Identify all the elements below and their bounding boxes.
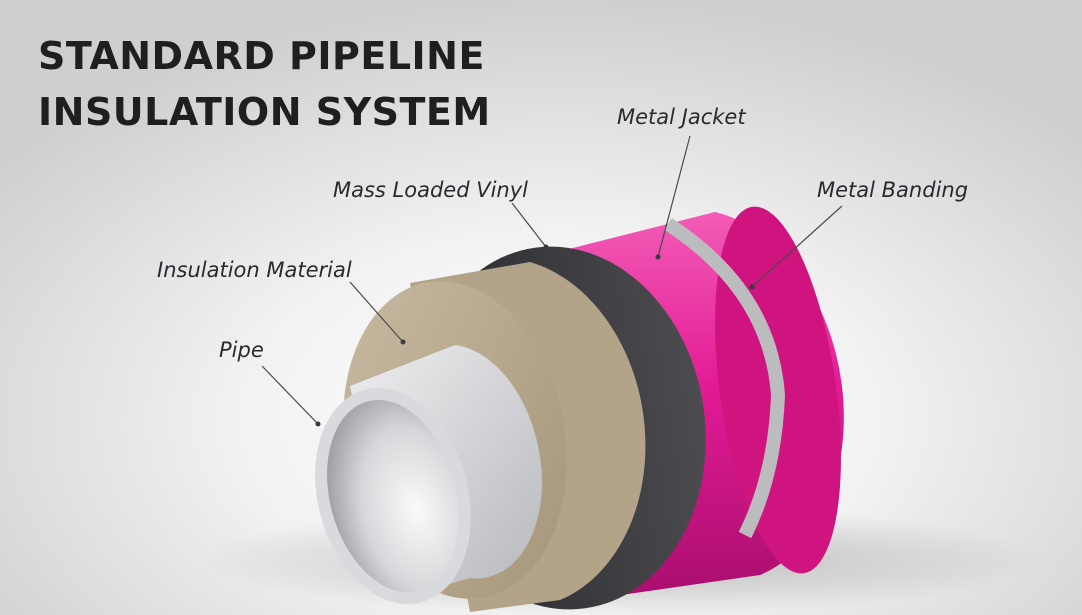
leader-pipe [261,365,319,425]
leader-dot-mass-loaded-vinyl [543,244,549,250]
leader-mass-loaded-vinyl [511,202,547,248]
pipe-opening-inner [327,399,459,593]
label-metal-jacket: Metal Jacket [617,105,746,129]
leader-metal-banding [751,205,843,288]
leader-dot-metal-banding [749,284,755,290]
label-insulation-material: Insulation Material [157,258,352,282]
leader-dot-pipe [315,421,321,427]
label-mass-loaded-vinyl: Mass Loaded Vinyl [333,178,528,202]
leader-dot-metal-jacket [655,254,661,260]
title-line-1: STANDARD PIPELINE [38,34,485,78]
leader-metal-jacket [657,135,691,258]
metal-banding-ring [664,218,786,539]
label-pipe: Pipe [219,338,264,362]
leader-dot-insulation-material [400,339,406,345]
title-line-2: INSULATION SYSTEM [38,90,491,134]
leader-insulation-material [349,281,404,343]
label-metal-banding: Metal Banding [817,178,969,202]
